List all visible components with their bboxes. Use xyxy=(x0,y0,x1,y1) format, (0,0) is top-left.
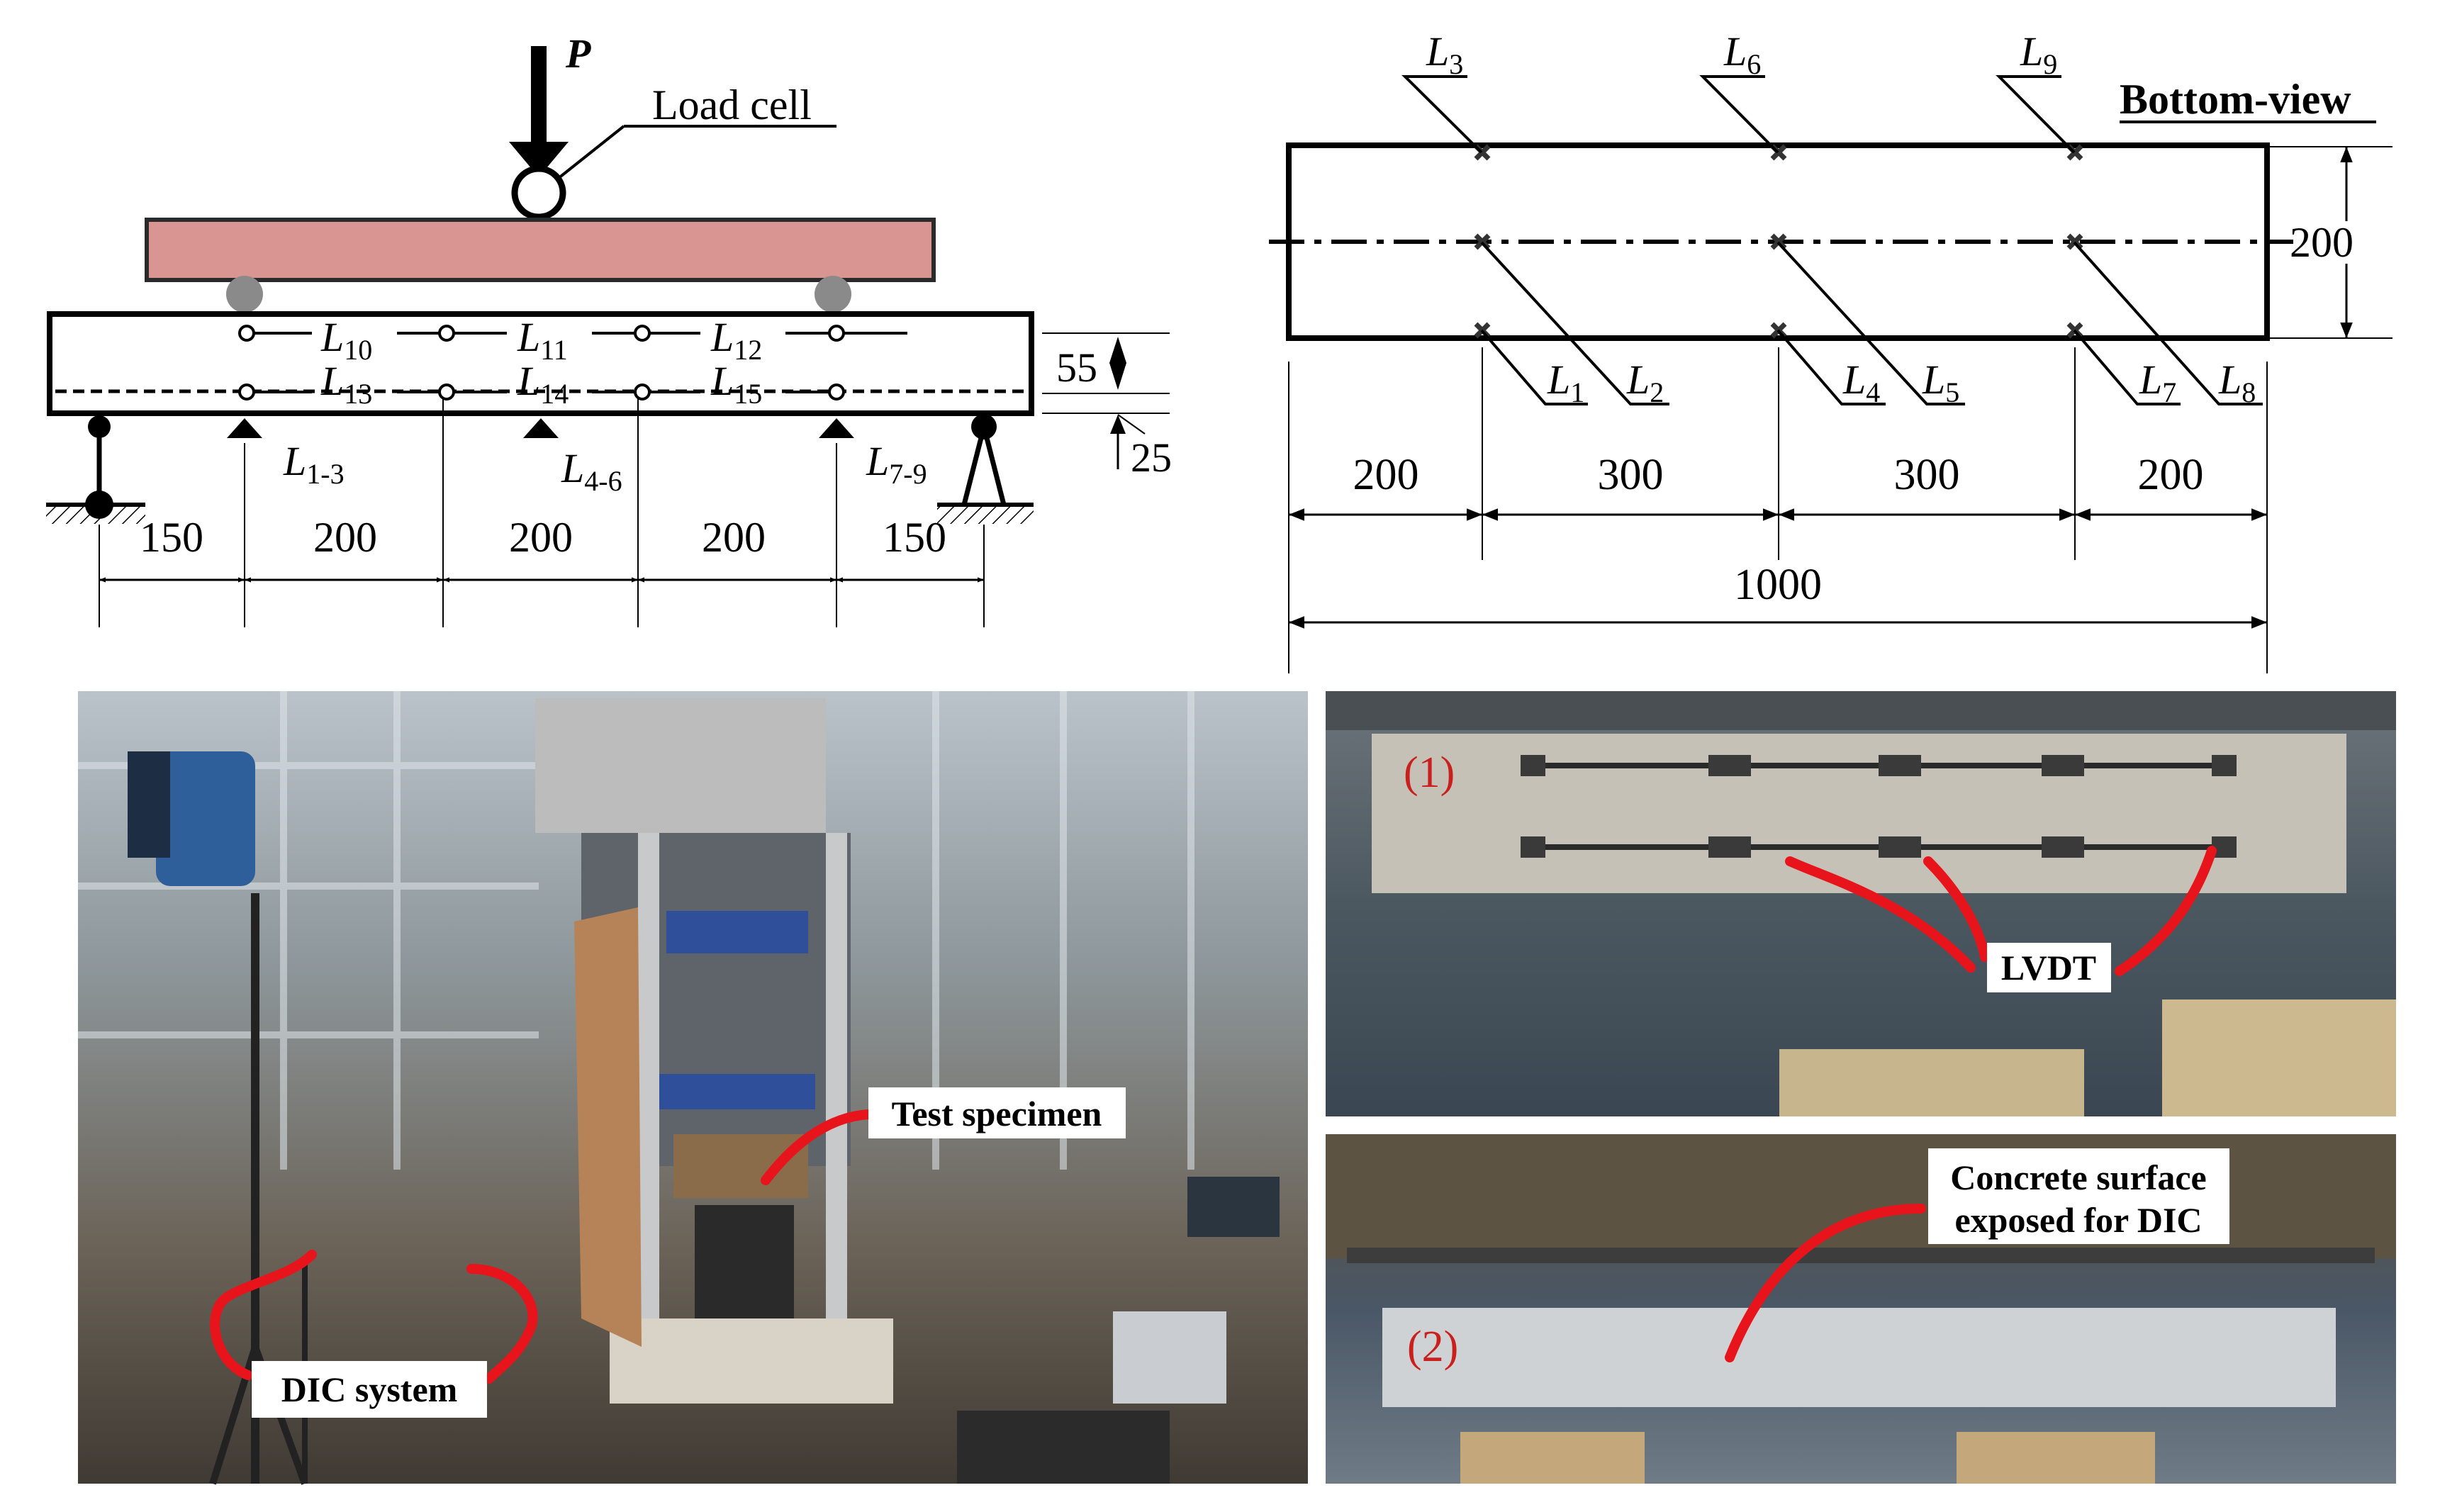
bottom-view-diagram: Bottom-view L3 L6 L9 xyxy=(1269,28,2393,673)
lvdt-label-l12: L12 xyxy=(710,314,762,366)
photo1-marker: (1) xyxy=(1404,749,1455,797)
lvdt-label-l15: L15 xyxy=(710,358,762,410)
segment-dim-4: 200 xyxy=(2138,451,2204,499)
svg-text:exposed for DIC: exposed for DIC xyxy=(1954,1200,2202,1240)
gauge-label-l7: L7 xyxy=(2139,357,2176,408)
lvdt-label-l14: L14 xyxy=(517,358,569,410)
dim-25-arrow xyxy=(1110,415,1126,434)
span-dim-3: 200 xyxy=(509,514,573,561)
support-label-l1-3: L1-3 xyxy=(283,438,345,490)
support-label-l4-6: L4-6 xyxy=(561,445,622,497)
gauge-label-l5: L5 xyxy=(1922,357,1959,408)
segment-dim-1: 200 xyxy=(1353,451,1419,499)
label-dic-system: DIC system xyxy=(252,1361,487,1418)
span-dim-2: 200 xyxy=(313,514,377,561)
photo-lab-overview xyxy=(78,691,1308,1485)
photo-dic-surface: (2) xyxy=(1326,1134,2396,1484)
support-label-l7-9: L7-9 xyxy=(866,438,927,490)
label-test-specimen: Test specimen xyxy=(868,1087,1126,1138)
load-arrow-head xyxy=(509,142,569,177)
left-support xyxy=(46,415,145,524)
label-concrete-surface: Concrete surface exposed for DIC xyxy=(1928,1148,2229,1244)
gauge-label-l2: L2 xyxy=(1626,357,1664,408)
gauge-label-l9: L9 xyxy=(2020,28,2057,80)
lvdt-row-top xyxy=(238,325,907,342)
load-cell-label: Load cell xyxy=(652,82,812,128)
side-view-diagram: P Load cell xyxy=(46,30,1172,627)
width-dim-label: 200 xyxy=(2290,219,2354,266)
span-dim-1: 150 xyxy=(140,514,203,561)
loading-beam xyxy=(145,218,936,282)
gauge-label-l1: L1 xyxy=(1547,357,1584,408)
segment-dimension-line xyxy=(1288,347,2268,673)
load-roller-left xyxy=(226,276,263,313)
red-annotation-curves xyxy=(210,846,2217,1384)
span-dim-4: 200 xyxy=(702,514,766,561)
load-roller-right xyxy=(815,276,851,313)
gauge-label-l4: L4 xyxy=(1842,357,1880,408)
total-dim: 1000 xyxy=(1734,561,1822,609)
svg-text:LVDT: LVDT xyxy=(2001,948,2096,987)
segment-dim-2: 300 xyxy=(1598,451,1664,499)
gauge-arrow-1 xyxy=(227,418,262,438)
label-lvdt: LVDT xyxy=(1987,943,2111,992)
top-leaders xyxy=(1401,75,2076,154)
photo2-marker: (2) xyxy=(1407,1323,1458,1371)
photo-lvdt-closeup: (1) xyxy=(1326,691,2396,1116)
svg-text:DIC system: DIC system xyxy=(281,1370,458,1409)
lvdt-label-l13: L13 xyxy=(320,358,372,410)
load-symbol: P xyxy=(565,30,591,77)
svg-text:Test specimen: Test specimen xyxy=(892,1094,1102,1133)
curve-to-specimen xyxy=(761,1109,873,1185)
test-beam xyxy=(47,311,1034,416)
load-cell-icon xyxy=(511,165,566,220)
gauge-label-l6: L6 xyxy=(1723,28,1761,80)
bottom-view-title: Bottom-view xyxy=(2120,76,2351,123)
dim-55-marker xyxy=(1109,337,1126,390)
svg-text:Concrete surface: Concrete surface xyxy=(1950,1158,2206,1197)
right-support xyxy=(937,414,1034,524)
gauge-label-l3: L3 xyxy=(1426,28,1463,80)
lvdt-label-l11: L11 xyxy=(517,314,568,366)
dim-55-label: 55 xyxy=(1056,345,1097,391)
span-dim-5: 150 xyxy=(883,514,946,561)
dim-25-label: 25 xyxy=(1131,435,1172,481)
lvdt-row-bottom xyxy=(238,383,845,401)
span-dimension-line xyxy=(99,397,985,627)
gauge-arrow-3 xyxy=(819,418,854,438)
load-cell-leader xyxy=(556,125,625,180)
gauge-label-l8: L8 xyxy=(2218,357,2256,408)
lvdt-label-l10: L10 xyxy=(320,314,372,366)
bottom-leaders xyxy=(1480,241,2263,405)
segment-dim-3: 300 xyxy=(1894,451,1960,499)
gauge-arrow-2 xyxy=(523,418,559,438)
